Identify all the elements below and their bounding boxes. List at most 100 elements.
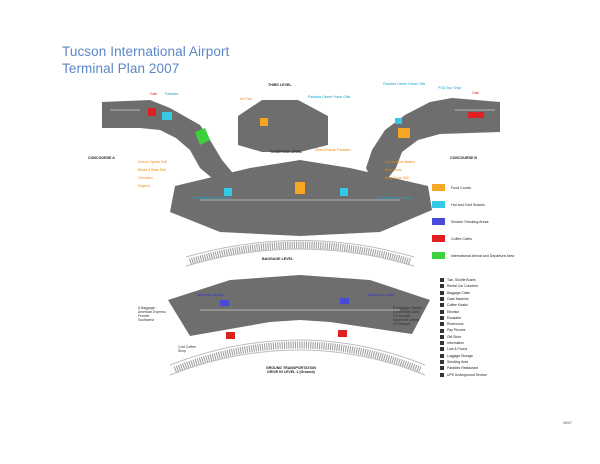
- document-number: 08/07: [563, 421, 572, 425]
- symbol-icon: [440, 366, 444, 371]
- legend-item: Food Courts: [432, 183, 471, 192]
- baggage-level-label: BAGGAGE LEVEL: [262, 257, 294, 261]
- b-hot-snack-patch: [395, 118, 402, 124]
- amenity-patches: [148, 108, 484, 339]
- third-art-label: Art Park: [240, 97, 253, 101]
- symbol-label: Elevator: [447, 309, 460, 314]
- symbol-key-item: Lost & Found: [440, 347, 467, 352]
- symbol-key-item: UPS Underground Service: [440, 373, 487, 377]
- symbol-icon: [440, 278, 444, 283]
- tick-snack-west: [224, 188, 232, 196]
- bag-coffee-east: [338, 330, 347, 337]
- symbol-icon: [440, 322, 444, 327]
- symbol-icon: [440, 347, 444, 352]
- legend-swatch: [432, 235, 445, 242]
- bag-smoke-west: [220, 300, 229, 306]
- legend-swatch: [432, 201, 445, 208]
- b-cafe-label: Cafe: [472, 91, 480, 95]
- legend-label: Food Courts: [451, 185, 471, 190]
- tick-paradies-label: Dean's Burrito Paradies: [315, 148, 351, 152]
- international-patch: [195, 128, 210, 145]
- symbol-icon: [440, 341, 444, 346]
- symbol-label: Paradies Restaurant: [447, 366, 478, 371]
- b-paradies2-label: Paradies Desert Home: [378, 196, 413, 200]
- concourse-b-label: CONCOURSE B: [450, 156, 477, 160]
- tick-food-patch: [295, 182, 305, 194]
- legend-item: Coffee Cafes: [432, 234, 472, 243]
- symbol-key-item: Elevator: [440, 310, 459, 314]
- legend-swatch: [432, 184, 445, 191]
- bag-smoke-east: [340, 298, 349, 304]
- concourse-b: [366, 98, 500, 180]
- third-paradies-label: Paradies Desert Home Gifts: [308, 95, 351, 99]
- symbol-key-item: Smoking Area: [440, 360, 468, 364]
- legend-label: Hot and Cold Snacks: [451, 202, 485, 207]
- third-food-patch: [260, 118, 268, 126]
- concourse-a-label: CONCOURSE A: [88, 156, 115, 160]
- symbol-icon: [440, 353, 444, 358]
- symbol-key-item: Gift Store: [440, 335, 461, 339]
- gate-ticks: [110, 109, 495, 311]
- symbol-key-item: Paradies Restaurant: [440, 366, 478, 371]
- symbol-label: Pay Phones: [447, 328, 466, 333]
- symbol-label: Luggage Storage: [447, 353, 474, 358]
- a-food-label-3: Cinnabon: [138, 176, 153, 180]
- lower-road: [173, 341, 422, 374]
- b-food-label-3: Bear Down Grill: [385, 176, 409, 180]
- ticketing-level-label: TICKETING LEVEL: [270, 150, 302, 154]
- a-food-label-2: Bread & Bean Deli: [138, 168, 166, 172]
- welcome-west-label: Welcome Lounge: [197, 293, 224, 297]
- legend-label: Smoker Smoking Areas: [451, 219, 489, 224]
- road-edges: [169, 240, 426, 376]
- symbol-label: Baggage Claim: [447, 290, 471, 295]
- a-food-label-1: Viva en Sports Grill: [138, 160, 167, 164]
- tick-snack-east: [340, 188, 348, 196]
- b-paradies-label: Paradies Desert Home Gifts: [383, 82, 426, 86]
- a-coffee-patch: [148, 108, 156, 116]
- map-title: Tucson International Airport: [62, 44, 230, 59]
- symbol-label: UPS Underground Service: [447, 372, 487, 377]
- symbol-key-item: Information: [440, 341, 464, 346]
- symbol-icon: [440, 315, 444, 320]
- symbol-key-item: Cash Machine: [440, 297, 469, 301]
- legend-item: International Arrival and Departure Area: [432, 251, 514, 260]
- symbol-icon: [440, 309, 444, 314]
- symbol-label: Rental Car Counters: [447, 284, 478, 289]
- map-subtitle: Terminal Plan 2007: [62, 61, 180, 76]
- b-food-label-1: Cornerstone Bakery: [385, 160, 416, 164]
- baggage-hall: [168, 275, 430, 336]
- symbol-label: Escalator: [447, 315, 462, 320]
- symbol-key-item: Escalator: [440, 316, 461, 320]
- ticketing-hall: [170, 160, 432, 236]
- legend-item: Smoker Smoking Areas: [432, 217, 489, 226]
- roads: [173, 241, 422, 374]
- symbol-label: Smoking Area: [447, 359, 469, 364]
- symbol-key-item: Rental Car Counters: [440, 284, 478, 289]
- symbol-icon: [440, 303, 444, 308]
- symbol-key-item: Pay Phones: [440, 328, 466, 333]
- symbol-key-item: Restrooms: [440, 322, 464, 327]
- upper-terminal: [102, 98, 500, 336]
- b-food-patch: [398, 128, 410, 138]
- bag-coffee-west: [226, 332, 235, 339]
- welcome-east-label: Welcome Lounge: [368, 293, 395, 297]
- a-paradies2-label: Paradies Desert Aircraft: [194, 196, 230, 200]
- symbol-key-item: Luggage Storage: [440, 354, 473, 358]
- symbol-label: Gift Store: [447, 334, 462, 339]
- bag-west-label: A Baggage: American Express Frontier Sou…: [138, 306, 166, 322]
- legend-swatch: [432, 218, 445, 225]
- symbol-key-item: Taxi, Shuttle Buses: [440, 278, 476, 283]
- symbol-icon: [440, 360, 444, 364]
- symbol-icon: [440, 290, 444, 295]
- symbol-key-item: Coffee Kiosks: [440, 303, 468, 308]
- a-food-label-4: Eegee's: [138, 184, 151, 188]
- symbol-icon: [440, 284, 444, 289]
- symbol-label: Restrooms: [447, 322, 464, 327]
- symbol-label: Taxi, Shuttle Buses: [447, 278, 476, 282]
- coffee-label: Cold Coffee Shop: [178, 345, 196, 353]
- legend-label: Coffee Cafes: [451, 236, 472, 241]
- third-level-core: [238, 100, 328, 152]
- symbol-label: Cash Machine: [447, 296, 469, 301]
- symbol-icon: [440, 372, 444, 377]
